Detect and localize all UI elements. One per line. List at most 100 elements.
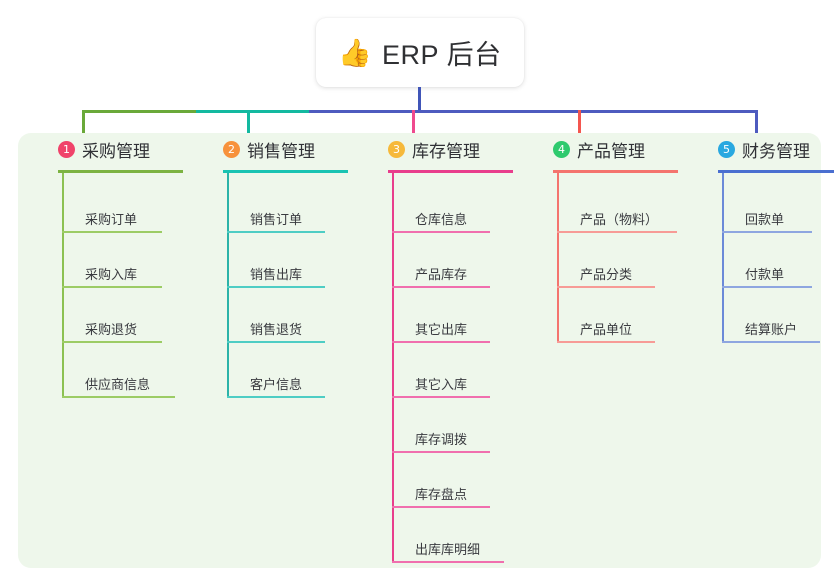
leaf-item[interactable]: 采购退货 xyxy=(62,305,162,343)
connector-drop-1 xyxy=(82,110,85,145)
leaf-label: 付款单 xyxy=(745,267,785,282)
leaf-label: 产品库存 xyxy=(415,267,468,282)
leaf-underline xyxy=(722,231,812,233)
leaf-underline xyxy=(392,341,490,343)
thumbs-up-icon: 👍 xyxy=(338,38,373,68)
leaf-underline xyxy=(227,286,325,288)
leaf-underline xyxy=(227,396,325,398)
leaf-underline xyxy=(392,286,490,288)
leaf-item[interactable]: 产品单位 xyxy=(557,305,655,343)
column-badge-2: 2 xyxy=(223,140,240,158)
leaf-label: 产品分类 xyxy=(580,267,633,282)
leaf-item[interactable]: 库存盘点 xyxy=(392,470,490,508)
column-5: 5 财务管理回款单付款单结算账户 xyxy=(698,133,839,568)
leaf-item[interactable]: 供应商信息 xyxy=(62,360,175,398)
column-underline-1 xyxy=(58,170,183,173)
leaf-label: 客户信息 xyxy=(250,377,303,392)
leaf-underline xyxy=(62,396,175,398)
column-title-5: 财务管理 xyxy=(742,141,810,161)
column-header-3[interactable]: 3 库存管理 xyxy=(368,133,533,165)
leaf-label: 采购订单 xyxy=(85,212,138,227)
column-badge-1: 1 xyxy=(58,140,75,158)
leaf-item[interactable]: 其它入库 xyxy=(392,360,490,398)
leaf-underline xyxy=(722,341,820,343)
leaf-label: 其它出库 xyxy=(415,322,468,337)
connector-drop-3 xyxy=(412,110,415,145)
leaf-item[interactable]: 出库库明细 xyxy=(392,525,504,563)
connector-bar-segment-2 xyxy=(196,110,309,113)
leaf-underline xyxy=(62,231,162,233)
leaf-item[interactable]: 客户信息 xyxy=(227,360,325,398)
leaf-label: 其它入库 xyxy=(415,377,468,392)
leaf-item[interactable]: 采购入库 xyxy=(62,250,162,288)
connector-drop-4 xyxy=(578,110,581,145)
trunk-line xyxy=(418,87,421,112)
leaf-item[interactable]: 产品库存 xyxy=(392,250,490,288)
leaf-item[interactable]: 销售退货 xyxy=(227,305,325,343)
leaf-label: 采购退货 xyxy=(85,322,138,337)
leaf-item[interactable]: 仓库信息 xyxy=(392,195,490,233)
diagram-panel: 1 采购管理采购订单采购入库采购退货供应商信息 2 销售管理销售订单销售出库销售退货客… xyxy=(18,133,834,568)
leaf-label: 销售退货 xyxy=(250,322,303,337)
column-title-3: 库存管理 xyxy=(412,141,480,161)
leaf-item[interactable]: 销售出库 xyxy=(227,250,325,288)
column-underline-5 xyxy=(718,170,834,173)
column-4: 4 产品管理产品（物料） 产品分类产品单位 xyxy=(533,133,698,568)
column-title-4: 产品管理 xyxy=(577,141,645,161)
connector-drop-2 xyxy=(247,110,250,145)
root-node[interactable]: 👍 ERP 后台 xyxy=(316,18,524,87)
connector-drop-5 xyxy=(755,110,758,145)
leaf-item[interactable]: 产品（物料） xyxy=(557,195,677,233)
column-header-1[interactable]: 1 采购管理 xyxy=(38,133,203,165)
column-badge-5: 5 xyxy=(718,140,735,158)
column-header-4[interactable]: 4 产品管理 xyxy=(533,133,698,165)
leaf-item[interactable]: 回款单 xyxy=(722,195,812,233)
leaf-underline xyxy=(62,286,162,288)
leaf-underline xyxy=(62,341,162,343)
column-header-5[interactable]: 5 财务管理 xyxy=(698,133,839,165)
leaf-underline xyxy=(392,506,490,508)
column-3: 3 库存管理仓库信息产品库存其它出库其它入库库存调拨库存盘点出库库明细 xyxy=(368,133,533,568)
leaf-item[interactable]: 付款单 xyxy=(722,250,812,288)
column-underline-2 xyxy=(223,170,348,173)
column-badge-4: 4 xyxy=(553,140,570,158)
leaf-underline xyxy=(392,396,490,398)
leaf-underline xyxy=(227,231,325,233)
leaf-underline xyxy=(722,286,812,288)
leaf-label: 库存盘点 xyxy=(415,487,468,502)
leaf-label: 仓库信息 xyxy=(415,212,468,227)
column-spine-1 xyxy=(62,173,64,398)
leaf-label: 销售出库 xyxy=(250,267,303,282)
root-title: ERP 后台 xyxy=(382,40,502,70)
column-2: 2 销售管理销售订单销售出库销售退货客户信息 xyxy=(203,133,368,568)
leaf-item[interactable]: 库存调拨 xyxy=(392,415,490,453)
leaf-label: 销售订单 xyxy=(250,212,303,227)
connector-bar-segment-3 xyxy=(309,110,757,113)
column-badge-3: 3 xyxy=(388,140,405,158)
leaf-item[interactable]: 产品分类 xyxy=(557,250,655,288)
connector-bar-segment-1 xyxy=(82,110,196,113)
column-title-1: 采购管理 xyxy=(82,141,150,161)
leaf-item[interactable]: 采购订单 xyxy=(62,195,162,233)
leaf-underline xyxy=(227,341,325,343)
column-spine-5 xyxy=(722,173,724,343)
column-underline-3 xyxy=(388,170,513,173)
column-spine-4 xyxy=(557,173,559,343)
leaf-underline xyxy=(392,561,504,563)
leaf-underline xyxy=(557,286,655,288)
leaf-item[interactable]: 其它出库 xyxy=(392,305,490,343)
column-header-2[interactable]: 2 销售管理 xyxy=(203,133,368,165)
column-underline-4 xyxy=(553,170,678,173)
leaf-underline xyxy=(557,341,655,343)
column-title-2: 销售管理 xyxy=(247,141,315,161)
column-spine-3 xyxy=(392,173,394,563)
leaf-label: 供应商信息 xyxy=(85,377,151,392)
leaf-label: 库存调拨 xyxy=(415,432,468,447)
leaf-underline xyxy=(557,231,677,233)
leaf-item[interactable]: 销售订单 xyxy=(227,195,325,233)
column-spine-2 xyxy=(227,173,229,398)
leaf-label: 产品单位 xyxy=(580,322,633,337)
leaf-underline xyxy=(392,231,490,233)
leaf-item[interactable]: 结算账户 xyxy=(722,305,820,343)
column-1: 1 采购管理采购订单采购入库采购退货供应商信息 xyxy=(38,133,203,568)
